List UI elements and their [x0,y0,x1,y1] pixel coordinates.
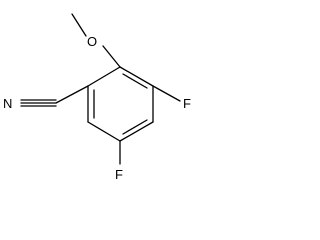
fluorine-upper-label: F [183,96,191,111]
ring-bond-c1-c2 [119,66,154,87]
bond-c-o [102,45,121,68]
fluorine-lower-label: F [115,167,123,182]
ring-double-bond-c3-c4 [122,119,148,135]
oxygen-atom-label: O [87,34,97,49]
ring-double-bond-c1-c2 [122,73,148,89]
structure-canvas: O F F N [3,13,191,182]
ring-bond-c3-c4 [119,121,154,142]
molecule-diagram: O F F N [3,13,191,182]
bond-c-f-upper [152,85,181,102]
bond-c-cn [55,85,89,104]
ring-bond-c6-c1 [87,66,121,87]
bond-o-methyl [71,13,87,37]
nitrogen-atom-label: N [3,96,12,111]
ring-bond-c4-c5 [87,121,121,142]
